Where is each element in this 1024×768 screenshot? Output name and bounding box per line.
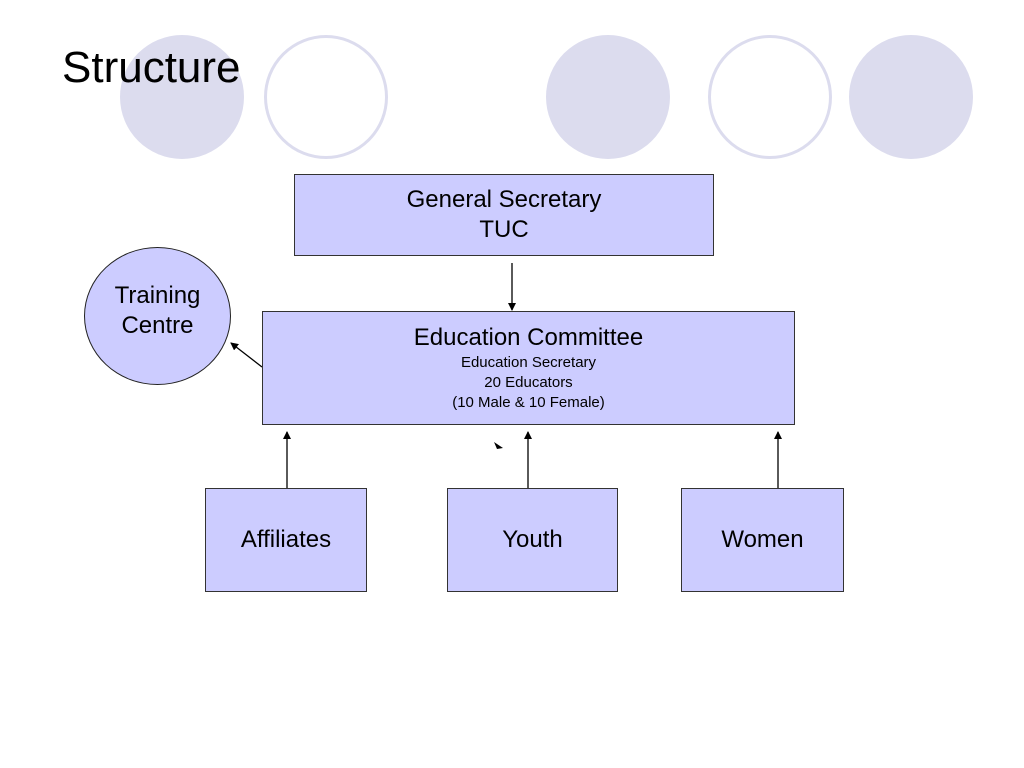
general-secretary-title: General Secretary xyxy=(406,186,602,213)
education-secretary-label: Education Secretary xyxy=(460,354,597,371)
decor-circle-1 xyxy=(120,35,244,159)
decor-ring-2 xyxy=(708,35,832,159)
training-centre-line1: Training xyxy=(114,282,201,309)
stray-arrowhead xyxy=(494,442,503,449)
women-box: Women xyxy=(681,488,844,592)
education-committee-box: Education Committee Education Secretary … xyxy=(262,311,795,425)
arrow-committee-to-training xyxy=(230,342,263,368)
youth-label: Youth xyxy=(502,526,563,553)
general-secretary-box: General Secretary TUC xyxy=(294,174,714,256)
decor-circle-2 xyxy=(546,35,670,159)
educators-count-label: 20 Educators xyxy=(484,374,573,391)
training-centre-line2: Centre xyxy=(121,312,194,339)
training-centre-node: Training Centre xyxy=(84,247,231,385)
education-committee-heading: Education Committee xyxy=(413,324,644,351)
decor-circle-3 xyxy=(849,35,973,159)
women-label: Women xyxy=(721,526,804,553)
affiliates-box: Affiliates xyxy=(205,488,367,592)
general-secretary-org: TUC xyxy=(479,216,529,243)
youth-box: Youth xyxy=(447,488,618,592)
affiliates-label: Affiliates xyxy=(240,526,332,553)
educators-gender-split-label: (10 Male & 10 Female) xyxy=(452,394,605,411)
slide-title: Structure xyxy=(62,43,241,92)
decor-ring-1 xyxy=(264,35,388,159)
